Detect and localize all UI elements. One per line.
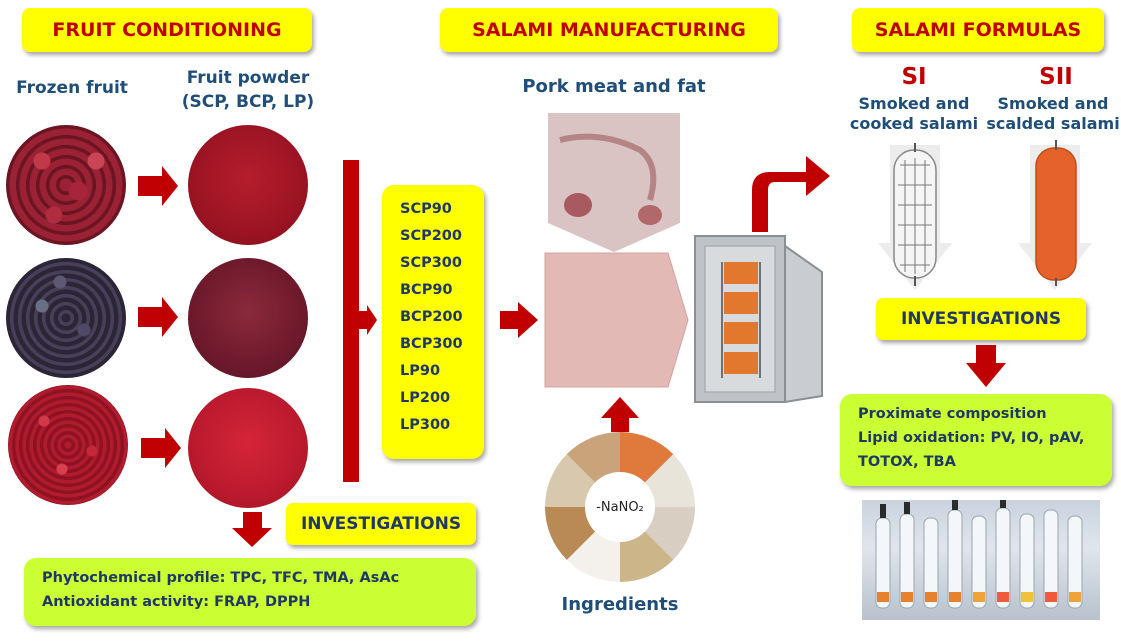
arrow-curved-icon [752,156,830,232]
pork-meat-label: Pork meat and fat [522,76,706,97]
sample-item: SCP200 [400,228,462,244]
sample-item: SCP300 [400,255,462,271]
fruit-powder-title: Fruit powder [186,68,310,88]
sample-list: SCP90 SCP200 SCP300 BCP90 BCP200 BCP300 … [382,185,484,459]
formula-sii-line2: scalded salami [986,114,1120,133]
formula-si-line2: cooked salami [849,114,979,133]
frozen-lingonberry-image [8,385,128,505]
arrow-right-icon [138,297,178,337]
fruit-powder-label: Fruit powder (SCP, BCP, LP) [168,66,328,114]
sample-item: BCP200 [400,309,463,325]
lab-tubes-photo [862,500,1100,620]
salami-si-image [878,143,952,290]
header-salami-manufacturing: SALAMI MANUFACTURING [440,8,778,52]
sour-cherry-powder-image [188,125,308,245]
investigations-right-box: Proximate composition Lipid oxidation: P… [840,394,1112,486]
arrow-right-icon [359,305,377,335]
investigation-item: Antioxidant activity: FRAP, DPPH [42,594,311,610]
frozen-blackcurrant-image [6,258,126,378]
sample-item: BCP90 [400,282,453,298]
formula-sii-code: SII [1039,64,1073,90]
arrow-right-icon [500,302,538,338]
formula-sii-line1: Smoked and [997,94,1109,113]
arrow-down-icon [232,512,272,547]
arrow-right-icon [141,428,181,468]
investigation-item: Phytochemical profile: TPC, TFC, TMA, As… [42,570,400,586]
arrow-up-icon [601,397,639,432]
test-tubes-icon [875,500,1083,609]
frozen-fruit-label: Frozen fruit [16,78,128,98]
minced-meat-image [545,253,688,387]
sample-item: LP90 [400,363,441,379]
investigations-left-box: Phytochemical profile: TPC, TFC, TMA, As… [24,558,476,626]
ingredients-wheel-image: -NaNO₂ [545,432,695,582]
investigations-right-label: INVESTIGATIONS [876,298,1086,340]
header-fruit-conditioning: FRUIT CONDITIONING [22,8,312,52]
ingredients-label: Ingredients [561,594,679,615]
salami-sii-image [1018,140,1092,290]
arrow-right-icon [138,166,178,206]
meat-cuts-image [548,113,680,252]
sample-item: SCP90 [400,201,452,217]
investigation-item: Lipid oxidation: PV, IO, pAV, [858,430,1085,446]
formula-si-desc: Smoked and cooked salami [846,94,982,134]
additive-center: -NaNO₂ [585,472,655,542]
smoking-chamber-image [694,235,823,404]
sample-item: LP300 [400,417,451,433]
collector-bar [343,160,359,482]
blackcurrant-powder-image [188,258,308,378]
sample-item: BCP300 [400,336,463,352]
frozen-sour-cherry-image [6,125,126,245]
lingonberry-powder-image [188,388,308,508]
investigations-left-label: INVESTIGATIONS [286,503,476,545]
formula-si-line1: Smoked and [858,94,970,113]
arrow-down-icon [966,345,1006,387]
header-salami-formulas: SALAMI FORMULAS [852,8,1104,52]
formula-si-code: SI [901,64,927,90]
formula-sii-desc: Smoked and scalded salami [986,94,1120,134]
investigation-item: Proximate composition [858,406,1047,422]
investigation-item: TOTOX, TBA [858,454,956,470]
sample-item: LP200 [400,390,451,406]
fruit-powder-types: (SCP, BCP, LP) [181,92,315,112]
